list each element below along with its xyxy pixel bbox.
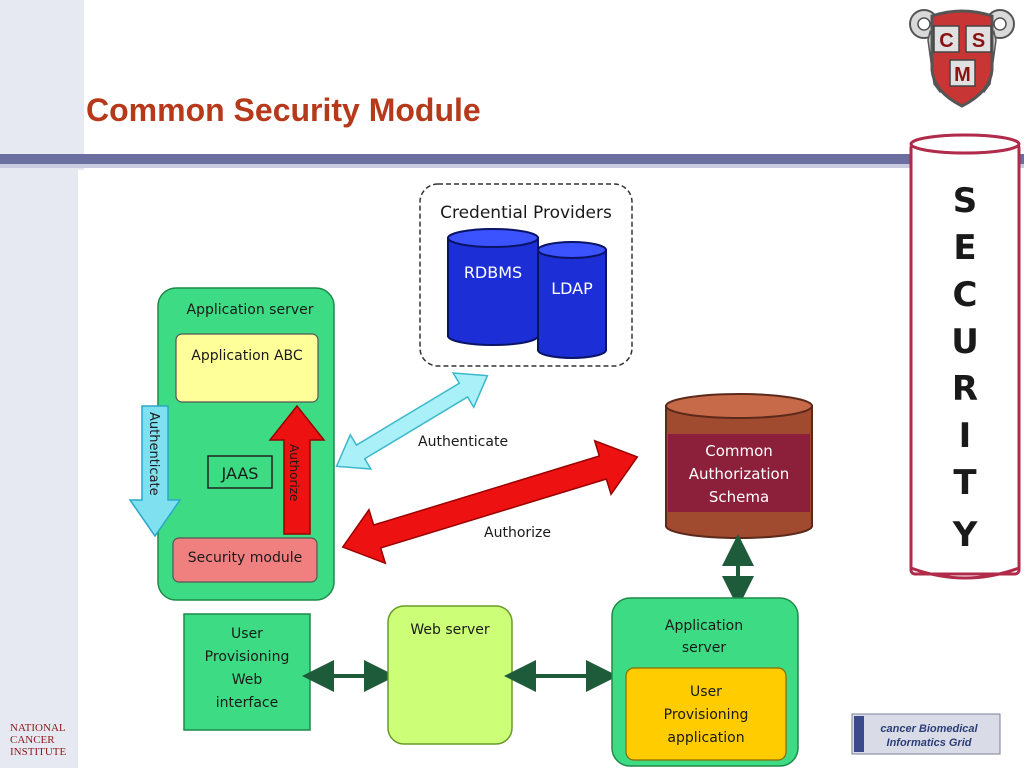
- slide-title: Common Security Module: [86, 92, 481, 128]
- security-module-box: [172, 537, 318, 583]
- jaas-box: [207, 455, 273, 489]
- rdbms-cylinder: RDBMS: [447, 228, 539, 346]
- ldap-label: LDAP: [551, 279, 593, 298]
- authorize-arrow-label: Authorize: [484, 525, 551, 541]
- title-divider-shadow: [0, 164, 1024, 168]
- security-module-label: Security module: [188, 550, 302, 566]
- authenticate-vertical-label: Authenticate: [146, 412, 161, 496]
- schema-line-2: Authorization: [689, 465, 789, 483]
- application-server-right-box: Application server User Provisioning app…: [611, 597, 799, 767]
- logo-letter-s: S: [972, 30, 985, 52]
- nci-line-1: NATIONAL: [10, 722, 66, 734]
- upw-line-3: Web: [232, 672, 263, 688]
- nci-logo: NATIONAL CANCER INSTITUTE: [10, 722, 76, 762]
- schema-line-1: Common: [705, 442, 773, 460]
- nci-line-2: CANCER: [10, 734, 55, 746]
- security-letter-1: S: [953, 181, 978, 221]
- security-letter-2: E: [953, 228, 976, 268]
- security-letter-6: I: [959, 416, 972, 456]
- upw-line-4: interface: [216, 695, 278, 711]
- security-letter-7: T: [953, 463, 977, 503]
- jaas-label: JAAS: [221, 464, 259, 483]
- security-letter-4: U: [951, 322, 979, 362]
- application-server-left-title: Application server: [187, 302, 314, 318]
- cabig-line-2: Informatics Grid: [886, 737, 972, 749]
- upa-line-1: User: [690, 684, 722, 700]
- application-abc-box: [175, 333, 319, 403]
- ldap-cylinder: LDAP: [537, 241, 607, 359]
- left-band: [0, 0, 84, 768]
- web-server-box: Web server: [387, 605, 513, 745]
- cabig-logo: [851, 713, 1001, 755]
- schema-line-3: Schema: [709, 488, 769, 506]
- app-server-right-line-2: server: [682, 640, 727, 656]
- application-abc-label: Application ABC: [191, 348, 303, 364]
- cabig-text: cancer Biomedical Informatics Grid: [862, 722, 996, 752]
- user-provisioning-web-box: User Provisioning Web interface: [183, 613, 311, 731]
- title-divider-bar: [0, 154, 1024, 164]
- authorize-vertical-label: Authorize: [287, 444, 301, 501]
- security-pillar: S E C U R I T Y: [909, 133, 1021, 580]
- cabig-line-1: cancer Biomedical: [880, 723, 978, 735]
- upw-line-1: User: [231, 626, 263, 642]
- authenticate-arrow-label: Authenticate: [418, 434, 508, 450]
- logo-letter-m: M: [954, 64, 971, 86]
- authorization-schema-cylinder: Common Authorization Schema: [665, 393, 813, 539]
- upa-line-2: Provisioning: [664, 707, 749, 723]
- app-server-right-line-1: Application: [665, 618, 743, 634]
- authenticate-down-arrow: Authenticate: [128, 405, 182, 538]
- csm-shield-logo: C S M: [909, 9, 1015, 108]
- user-provisioning-app-box: [625, 667, 787, 761]
- upw-line-2: Provisioning: [205, 649, 290, 665]
- rdbms-label: RDBMS: [464, 263, 522, 282]
- authorize-double-arrow: [341, 439, 639, 565]
- logo-letter-c: C: [939, 30, 953, 52]
- web-server-label: Web server: [410, 622, 490, 638]
- credential-providers-title: Credential Providers: [440, 203, 612, 223]
- security-letter-5: R: [952, 369, 978, 409]
- authorize-up-arrow: Authorize: [268, 404, 326, 535]
- security-letter-8: Y: [952, 515, 978, 555]
- security-letter-3: C: [953, 275, 978, 315]
- upa-line-3: application: [667, 730, 744, 746]
- credential-providers-box: Credential Providers RDBMS LDAP: [419, 183, 633, 367]
- authenticate-double-arrow: [335, 372, 489, 470]
- nci-line-3: INSTITUTE: [10, 746, 67, 758]
